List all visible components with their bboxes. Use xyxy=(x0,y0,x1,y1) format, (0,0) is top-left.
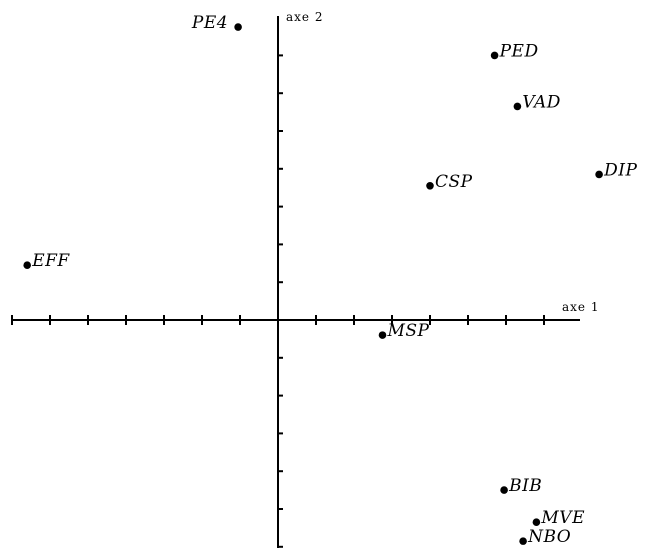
point-marker xyxy=(426,182,434,190)
point-marker xyxy=(490,51,499,60)
point-label: DIP xyxy=(603,160,637,180)
point-marker xyxy=(519,537,527,545)
axes xyxy=(12,16,580,548)
data-point-nbo: NBO xyxy=(519,527,571,547)
data-point-ped: PED xyxy=(490,41,539,61)
data-point-dip: DIP xyxy=(595,160,637,180)
point-marker xyxy=(532,518,541,527)
point-label: CSP xyxy=(435,172,473,192)
point-label: PED xyxy=(499,41,539,61)
data-point-mve: MVE xyxy=(532,508,585,528)
data-point-vad: VAD xyxy=(513,92,561,112)
data-point-msp: MSP xyxy=(378,321,430,341)
x-axis-label: axe 1 xyxy=(562,300,599,314)
data-point-csp: CSP xyxy=(426,172,472,192)
point-label: PE4 xyxy=(191,13,228,33)
data-point-pe4: PE4 xyxy=(191,13,242,33)
data-point-bib: BIB xyxy=(500,476,542,496)
point-label: BIB xyxy=(508,476,542,496)
point-marker xyxy=(378,331,387,339)
point-marker xyxy=(500,486,508,494)
point-label: NBO xyxy=(527,527,571,547)
point-marker xyxy=(595,170,603,179)
point-label: MSP xyxy=(387,321,430,341)
point-marker xyxy=(23,261,32,269)
point-label: MVE xyxy=(540,508,585,528)
point-label: VAD xyxy=(522,92,561,112)
data-point-eff: EFF xyxy=(23,251,70,271)
point-marker xyxy=(513,102,522,111)
axis-ticks xyxy=(11,54,545,548)
y-axis-label: axe 2 xyxy=(286,10,323,24)
point-marker xyxy=(234,23,242,31)
point-label: EFF xyxy=(31,251,70,271)
